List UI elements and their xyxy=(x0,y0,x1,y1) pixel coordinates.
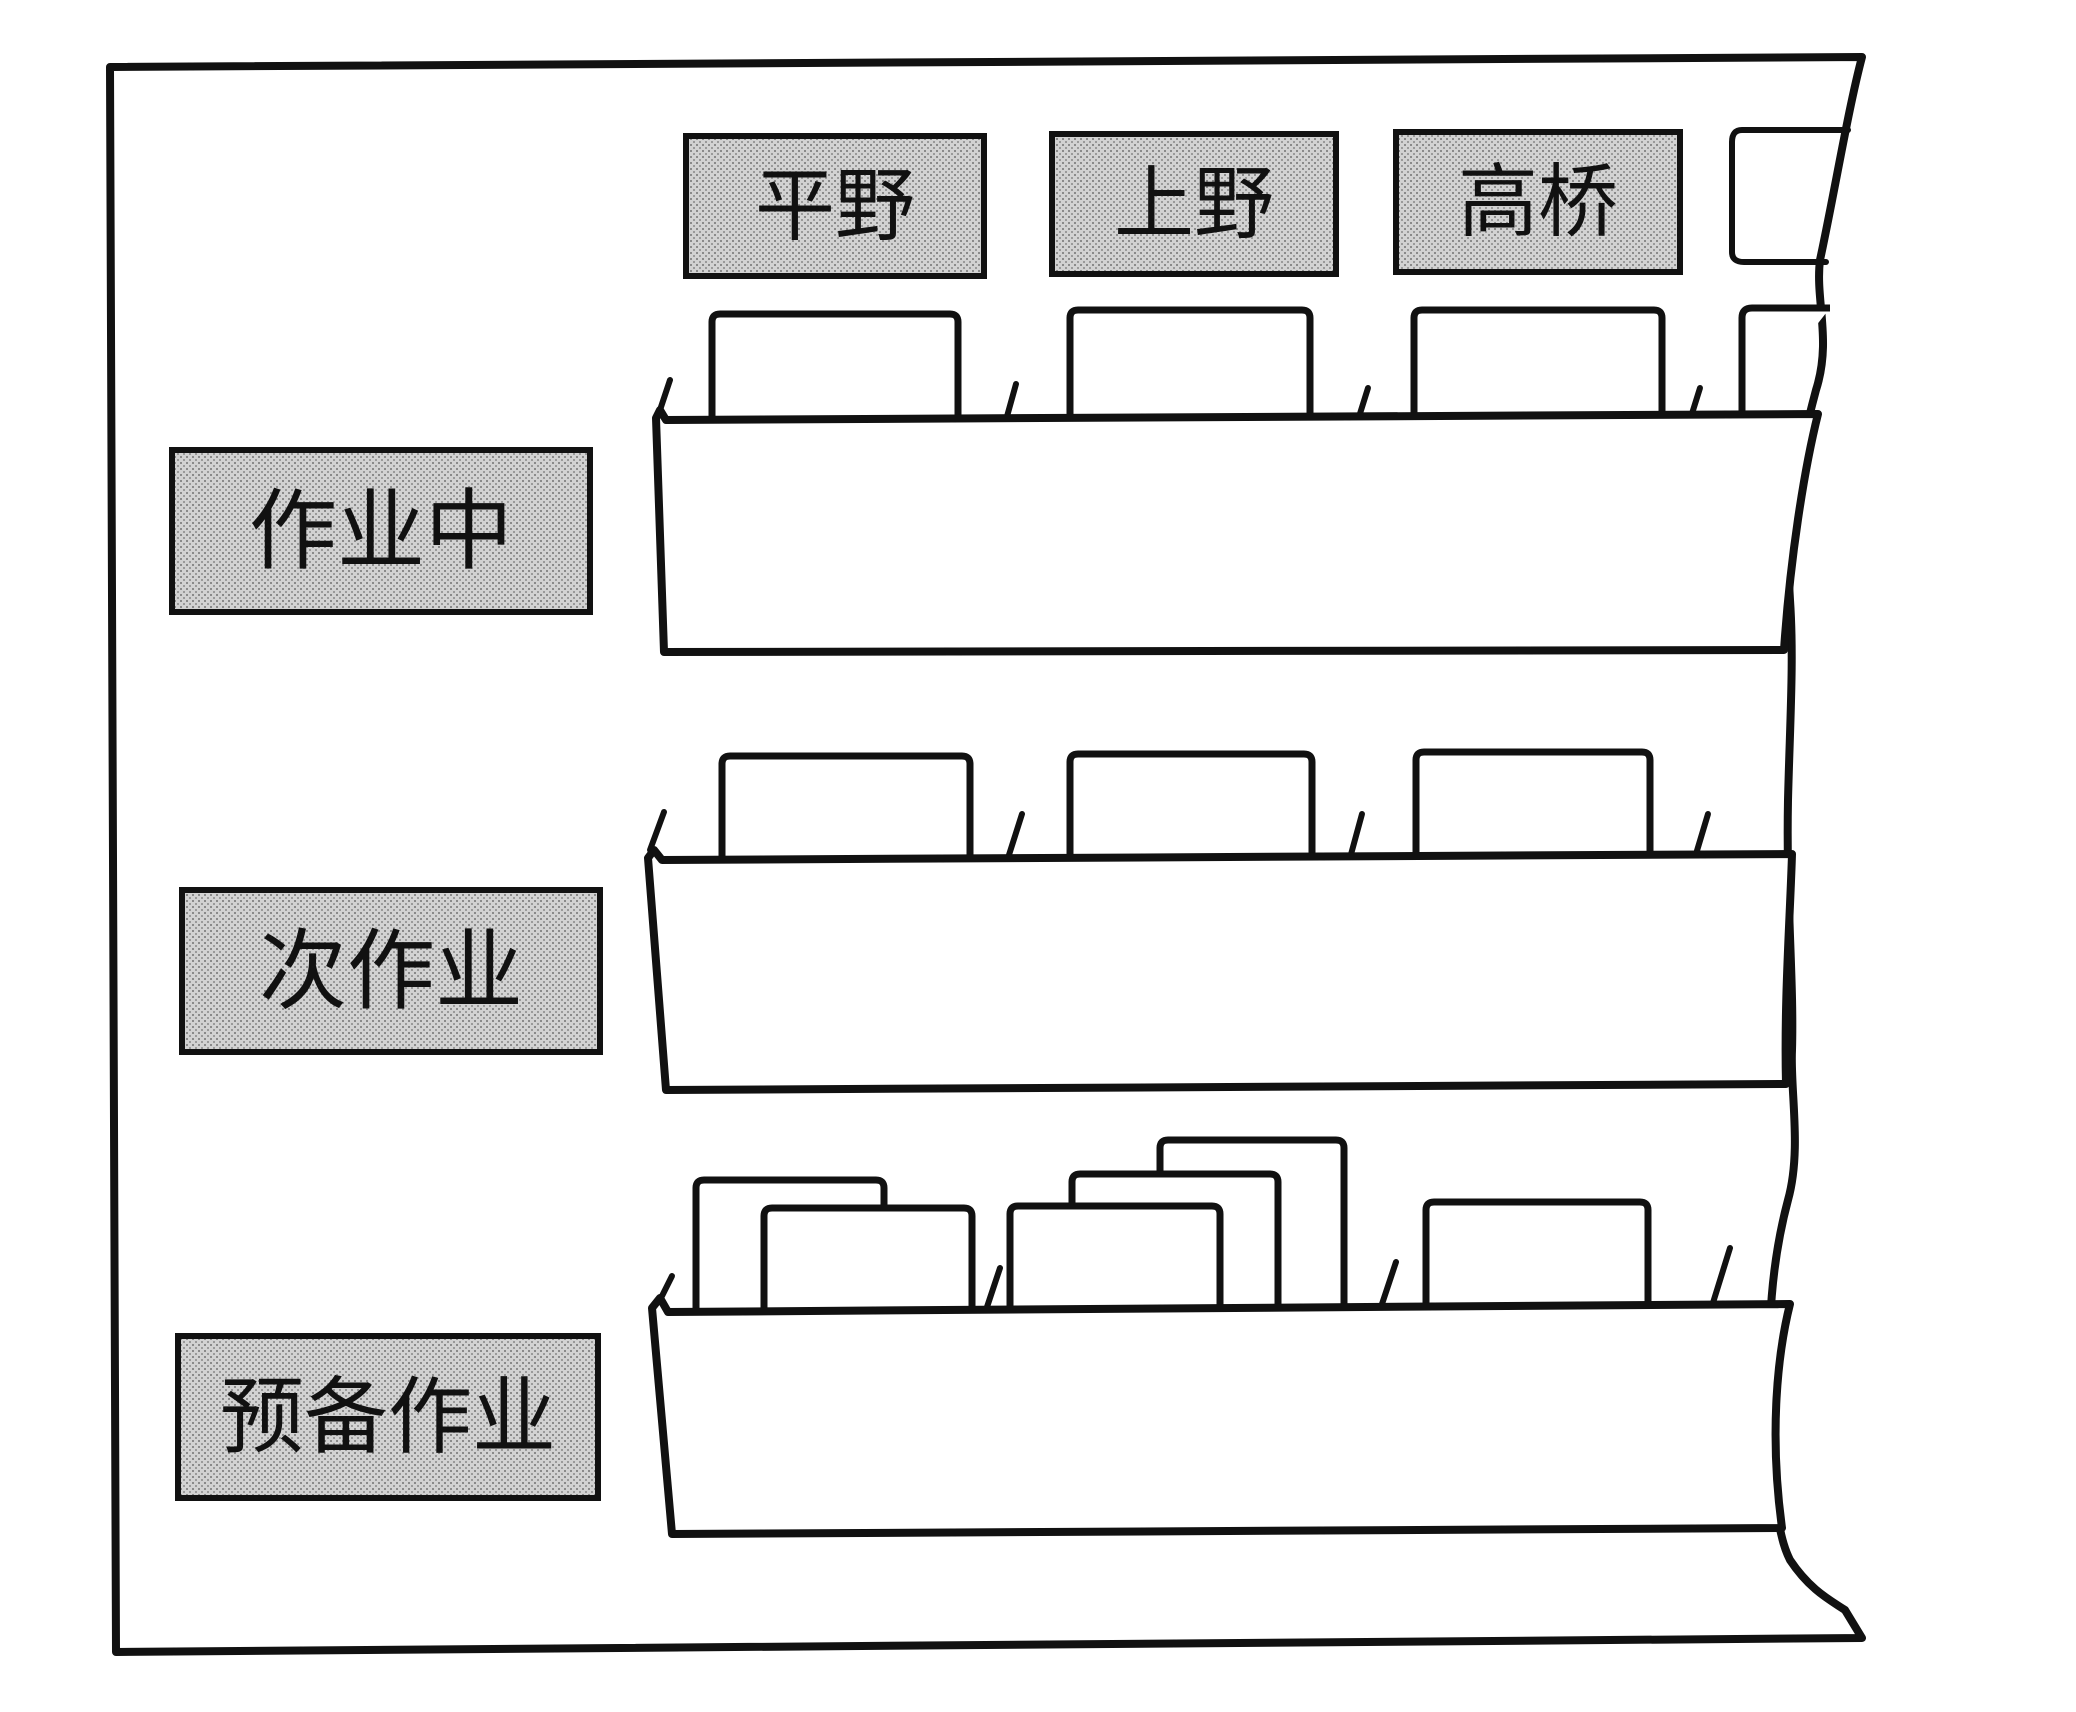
row-label-reserve-text: 预备作业 xyxy=(220,1368,556,1466)
card-slot xyxy=(1412,748,1654,858)
row-next xyxy=(644,748,1796,1094)
shelf-reserve xyxy=(648,1294,1794,1538)
name-tag-partial xyxy=(1729,127,1851,265)
row-in-progress xyxy=(652,304,1830,656)
row-label-next: 次作业 xyxy=(179,887,603,1055)
row-label-next-text: 次作业 xyxy=(259,920,523,1023)
card-slot xyxy=(718,752,974,858)
card-slot xyxy=(760,1204,976,1312)
clip-mark xyxy=(1693,811,1711,857)
clip-mark xyxy=(1377,1259,1399,1313)
clip-mark xyxy=(1003,381,1019,423)
name-tag-hirano-label: 平野 xyxy=(755,160,915,253)
row-label-in-progress-text: 作业中 xyxy=(249,480,513,583)
clip-mark xyxy=(647,809,667,853)
clip-mark xyxy=(1709,1245,1733,1309)
clip-mark xyxy=(1347,811,1365,861)
name-tag-takahashi: 高桥 xyxy=(1393,129,1683,275)
card-slot xyxy=(1066,306,1314,420)
row-reserve xyxy=(648,1136,1794,1538)
row-label-reserve: 预备作业 xyxy=(175,1333,601,1501)
clip-mark xyxy=(657,377,673,413)
row-label-in-progress: 作业中 xyxy=(169,447,593,615)
card-slot xyxy=(1738,304,1830,420)
card-slot xyxy=(1410,306,1666,420)
card-slot xyxy=(1066,750,1316,858)
name-tag-hirano: 平野 xyxy=(683,133,987,279)
clip-mark xyxy=(1005,811,1025,861)
clip-mark xyxy=(983,1265,1003,1313)
name-tag-ueno-label: 上野 xyxy=(1114,158,1274,251)
card-slot xyxy=(1006,1202,1224,1312)
shelf-next xyxy=(644,846,1796,1094)
card-slot xyxy=(708,310,962,420)
card-slot xyxy=(1422,1198,1652,1312)
shelf-in-progress xyxy=(652,406,1822,656)
name-tag-ueno: 上野 xyxy=(1049,131,1339,277)
name-tag-takahashi-label: 高桥 xyxy=(1458,156,1618,249)
